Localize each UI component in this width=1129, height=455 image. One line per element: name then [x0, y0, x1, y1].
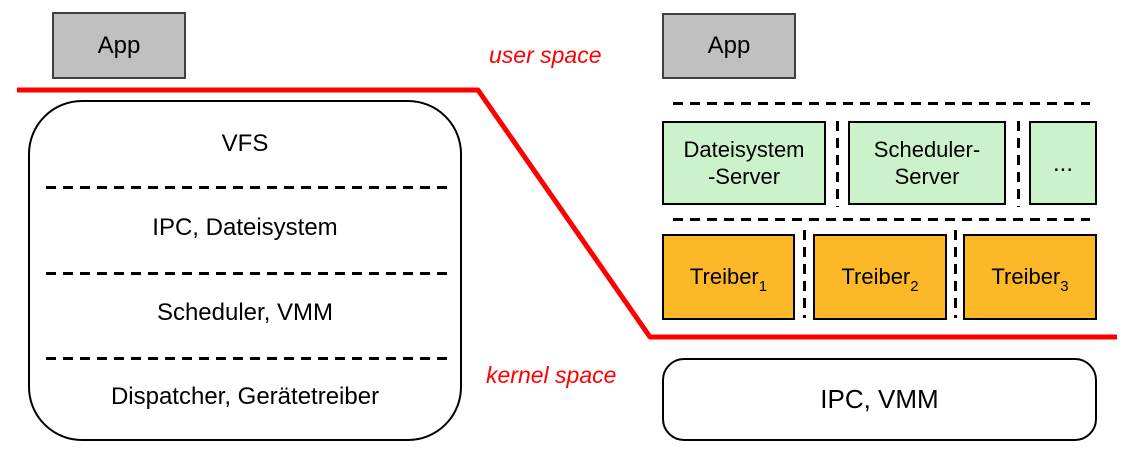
- layer-divider: [46, 357, 454, 360]
- server-driver-divider: [673, 218, 1090, 221]
- server-label-line: ...: [1052, 149, 1073, 177]
- server-label-line: Scheduler-: [873, 137, 981, 162]
- driver-name: Treiber: [991, 264, 1061, 289]
- driver-subscript: 1: [758, 278, 768, 296]
- driver-label: Treiber3: [991, 264, 1068, 294]
- driver-box-3: Treiber3: [963, 234, 1097, 320]
- kernel-space-label: kernel space: [486, 362, 617, 388]
- driver-name: Treiber: [689, 264, 759, 289]
- layer-scheduler-vmm: Scheduler, VMM: [156, 298, 334, 326]
- server-box-dateisystem: Dateisystem -Server: [662, 121, 826, 205]
- driver-label: Treiber1: [689, 264, 767, 294]
- layer-divider: [46, 272, 454, 275]
- layer-ipc-dateisystem: IPC, Dateisystem: [152, 214, 338, 242]
- server-box-ellipsis: ...: [1029, 121, 1097, 205]
- driver-separator: [954, 230, 957, 318]
- driver-box-1: Treiber1: [662, 234, 795, 320]
- user-space-label: user space: [489, 42, 602, 68]
- driver-subscript: 3: [1060, 278, 1069, 296]
- microkernel-ipc-vmm-box: IPC, VMM: [662, 358, 1097, 441]
- layer-dispatcher-geraetetreiber: Dispatcher, Gerätetreiber: [110, 382, 380, 410]
- app-server-divider: [673, 102, 1090, 105]
- driver-box-2: Treiber2: [813, 234, 947, 320]
- driver-label: Treiber2: [841, 264, 918, 294]
- driver-subscript: 2: [910, 278, 919, 296]
- layer-vfs: VFS: [221, 130, 269, 158]
- monolithic-kernel-box: VFS IPC, Dateisystem Scheduler, VMM Disp…: [28, 100, 462, 441]
- server-separator: [1017, 121, 1020, 207]
- driver-name: Treiber: [841, 264, 911, 289]
- server-box-scheduler: Scheduler- Server: [848, 121, 1006, 205]
- layer-divider: [46, 186, 454, 189]
- microkernel-app-box: App: [662, 13, 796, 79]
- server-separator: [836, 121, 839, 207]
- server-label-line: Dateisystem: [683, 137, 805, 162]
- driver-separator: [803, 230, 806, 318]
- monolithic-app-box: App: [52, 12, 186, 79]
- server-label-line: Server: [894, 164, 960, 189]
- server-label-line: -Server: [707, 164, 781, 189]
